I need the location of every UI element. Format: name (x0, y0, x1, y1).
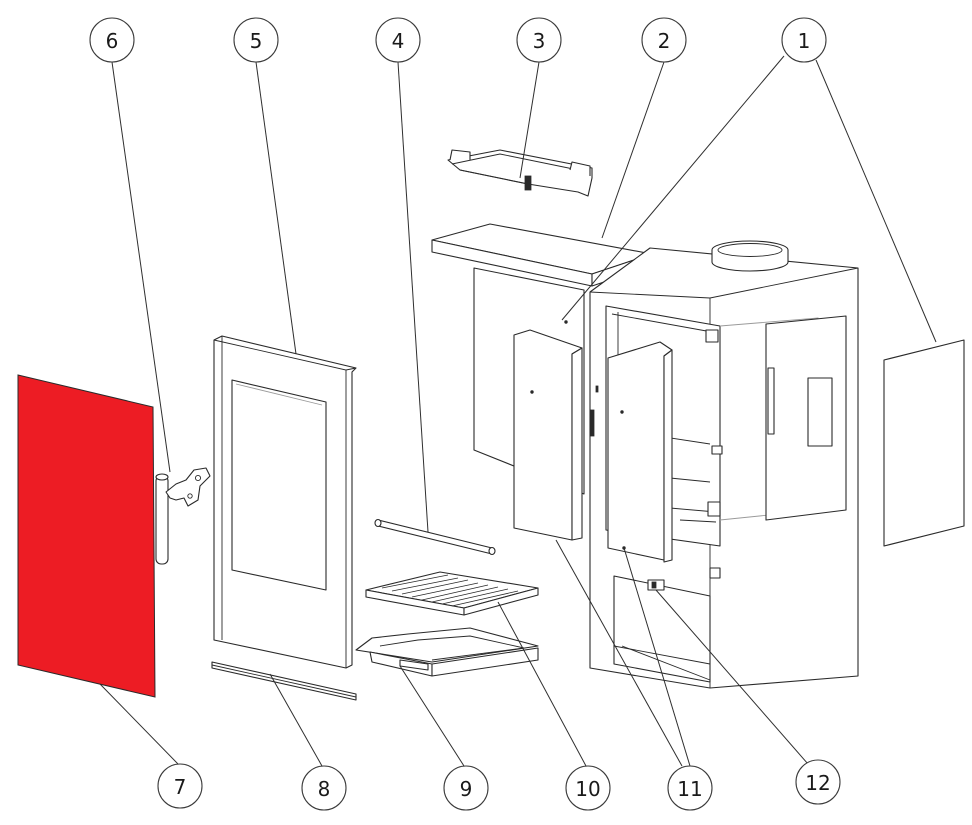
part-1-stove-body (589, 240, 859, 689)
callout-circle (641, 17, 687, 63)
callout-circle (233, 17, 279, 63)
callout-9: 9 (443, 765, 489, 811)
callout-label: 10 (575, 777, 600, 801)
callout-circle (443, 765, 489, 811)
callout-label: 4 (392, 29, 405, 53)
callout-label: 3 (533, 29, 546, 53)
part-7-front-glass-panel (17, 374, 156, 698)
callout-circle (667, 765, 713, 811)
part-11-inner-panel-right (607, 341, 673, 561)
callout-circle (301, 765, 347, 811)
part-1-side-glass (883, 339, 965, 547)
callout-8: 8 (301, 765, 347, 811)
part-10-grate (365, 571, 539, 616)
callout-label: 8 (318, 777, 331, 801)
callout-6: 6 (89, 17, 135, 63)
callout-7: 7 (157, 763, 203, 809)
callout-circle (516, 17, 562, 63)
callout-label: 1 (798, 29, 811, 53)
callout-2: 2 (641, 17, 687, 63)
callout-5: 5 (233, 17, 279, 63)
part-5-door-frame (213, 335, 357, 669)
part-8-bottom-rail (211, 661, 357, 701)
callout-1: 1 (781, 17, 827, 63)
callout-circle (565, 765, 611, 811)
callout-label: 9 (460, 777, 473, 801)
callout-11: 11 (667, 765, 713, 811)
callout-circle (157, 763, 203, 809)
part-3-top-bracket (447, 149, 593, 197)
callout-12: 12 (795, 759, 841, 805)
callout-label: 6 (106, 29, 119, 53)
callout-label: 7 (174, 775, 187, 799)
part-4-rod (374, 518, 496, 556)
callout-4: 4 (375, 17, 421, 63)
callout-circle (795, 759, 841, 805)
callout-10: 10 (565, 765, 611, 811)
callout-circle (89, 17, 135, 63)
callout-circle (375, 17, 421, 63)
part-11-back-panel-left (513, 329, 583, 541)
part-9-ash-tray (355, 627, 539, 677)
callout-circle (781, 17, 827, 63)
callout-label: 5 (250, 29, 263, 53)
callout-3: 3 (516, 17, 562, 63)
leader-lines (99, 55, 937, 767)
callout-label: 2 (658, 29, 671, 53)
callout-label: 12 (805, 771, 830, 795)
part-6-door-handle (155, 467, 211, 565)
callout-label: 11 (677, 777, 702, 801)
